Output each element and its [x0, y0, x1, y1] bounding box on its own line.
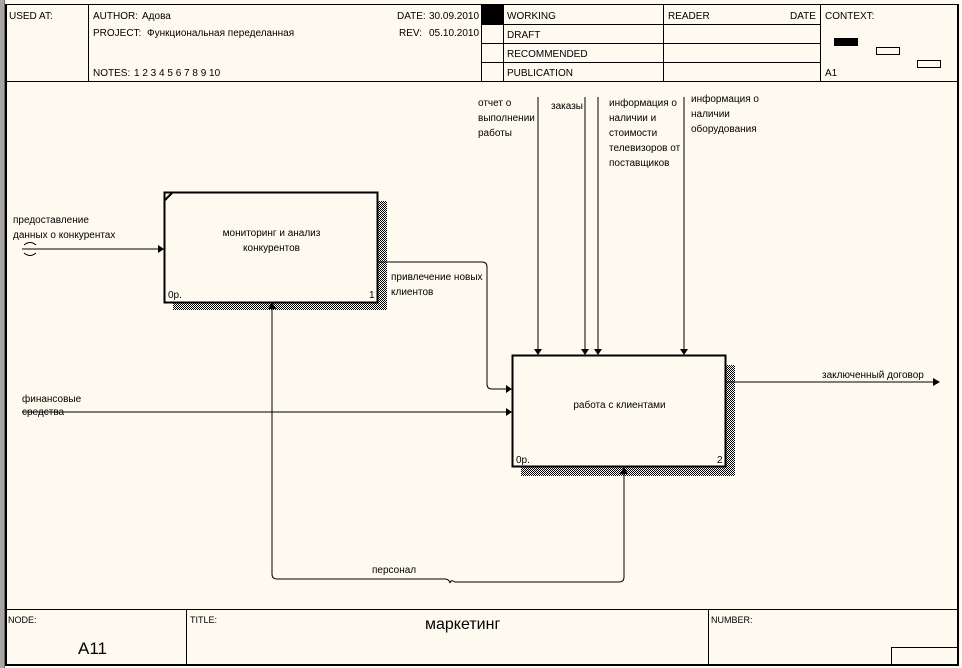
label-new-clients: привлечение новых клиентов: [391, 272, 483, 298]
status-working-marker: [482, 5, 503, 24]
box-2-cost: 0р.: [516, 455, 530, 466]
context-box: [876, 47, 900, 55]
divider: [481, 4, 482, 81]
arrowhead: [506, 385, 512, 393]
tunnel-icon: [23, 252, 37, 256]
date-label: DATE:: [397, 11, 426, 22]
arrowhead: [680, 349, 688, 355]
arrow-mechanism-staff[interactable]: [271, 309, 625, 584]
label-mechanism-staff: персонал: [372, 565, 417, 576]
footer-top-border: [5, 609, 959, 610]
arrowhead: [534, 349, 542, 355]
frame-right: [957, 4, 959, 666]
reader-date-label: DATE: [790, 11, 816, 22]
box-2-label-line1: работа с клиентами: [573, 400, 666, 411]
rev-value: 05.10.2010: [429, 28, 480, 39]
date-value: 30.09.2010: [429, 11, 480, 22]
activity-box-2[interactable]: [511, 354, 727, 468]
divider: [186, 609, 187, 665]
context-label: CONTEXT:: [825, 11, 875, 22]
arrow-new-clients[interactable]: [378, 261, 506, 390]
divider: [820, 4, 821, 81]
diagram-title: маркетинг: [425, 616, 501, 633]
box-corner-mark: [164, 192, 173, 201]
box-1-label: мониторинг и анализ конкурентов: [165, 226, 378, 256]
arrowhead: [158, 245, 164, 253]
label-control-equipment: информация о наличии оборудования: [691, 94, 759, 135]
context-box-current: [834, 38, 858, 46]
arrowhead: [620, 467, 628, 474]
frame-left: [5, 4, 7, 666]
notes-label: NOTES:: [93, 68, 131, 79]
header-bottom-border: [5, 81, 959, 82]
author-label: AUTHOR:: [93, 11, 138, 22]
context-box: [917, 60, 941, 68]
box-2-number: 2: [717, 455, 723, 466]
box-1-cost: 0р.: [168, 290, 182, 301]
box-shadow: [173, 302, 387, 310]
label-control-orders: заказы: [551, 101, 583, 112]
activity-box-1[interactable]: [163, 191, 379, 304]
arrowhead: [268, 302, 276, 309]
divider: [481, 62, 821, 63]
box-1-label-line2: конкурентов: [243, 243, 300, 254]
tunnel-icon: [23, 242, 37, 246]
footer-bottom-border: [5, 664, 959, 666]
notes-value: 1 2 3 4 5 6 7 8 9 10: [134, 68, 221, 79]
box-shadow: [378, 201, 387, 310]
divider: [481, 24, 821, 25]
node-label: NODE:: [8, 615, 37, 625]
divider: [503, 4, 504, 81]
box-shadow: [726, 365, 735, 476]
arrowhead: [506, 408, 512, 416]
status-publication[interactable]: PUBLICATION: [507, 68, 573, 79]
project-value: Функциональная переделанная: [147, 28, 295, 39]
title-label: TITLE:: [190, 615, 218, 625]
reader-label: READER: [668, 11, 710, 22]
status-working[interactable]: WORKING: [507, 11, 556, 22]
label-control-tv-info: информация о наличии и стоимости телевиз…: [609, 98, 681, 169]
used-at-label: USED AT:: [9, 11, 53, 22]
label-competitor-data: предоставление данных о конкурентах: [13, 215, 116, 241]
header-top-border: [5, 4, 959, 5]
author-value: Адова: [142, 11, 171, 22]
number-label: NUMBER:: [711, 615, 753, 625]
number-subbox: [891, 647, 957, 665]
divider: [88, 4, 89, 81]
project-label: PROJECT:: [93, 28, 142, 39]
window-edge: [0, 0, 5, 668]
arrowhead: [581, 349, 589, 355]
box-1-number: 1: [369, 290, 375, 301]
divider: [708, 609, 709, 665]
divider: [663, 4, 664, 81]
label-control-report: отчет о выполнении работы: [478, 98, 535, 139]
box-2-label: работа с клиентами: [513, 398, 726, 413]
node-value: A11: [78, 639, 107, 658]
divider: [481, 43, 821, 44]
arrowhead: [594, 349, 602, 355]
label-output-contract: заключенный договор: [822, 370, 924, 381]
status-recommended[interactable]: RECOMMENDED: [507, 49, 588, 60]
arrowhead: [933, 378, 940, 386]
label-finance: финансовые средства: [22, 394, 82, 418]
rev-label: REV:: [399, 28, 422, 39]
box-shadow: [521, 467, 735, 476]
status-draft[interactable]: DRAFT: [507, 30, 541, 41]
box-1-label-line1: мониторинг и анализ: [222, 228, 321, 239]
context-node: A1: [825, 68, 838, 79]
